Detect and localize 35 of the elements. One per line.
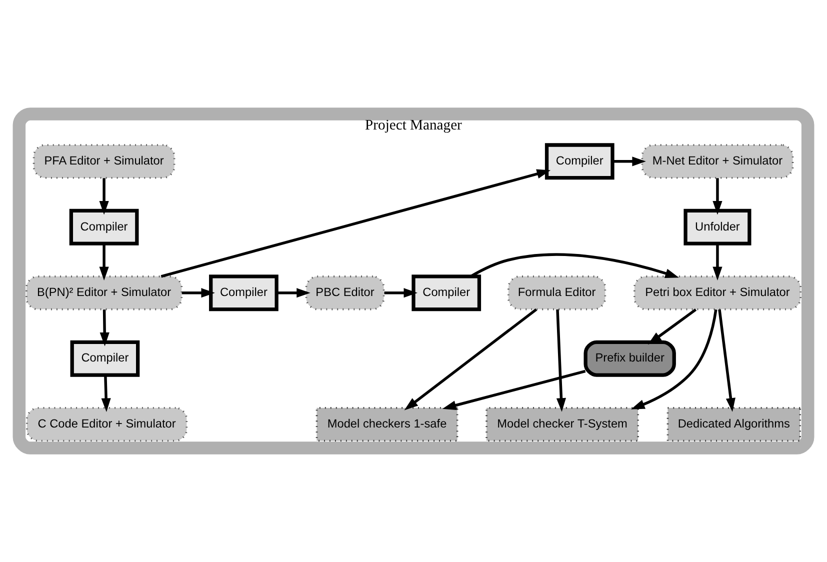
- node-box: B(PN)² Editor + Simulator: [26, 276, 183, 310]
- node-box: PFA Editor + Simulator: [32, 144, 176, 179]
- arrow: [648, 308, 697, 345]
- node-box: C Code Editor + Simulator: [26, 406, 188, 442]
- node-box: Compiler: [70, 340, 140, 377]
- arrow: [99, 178, 109, 215]
- node-box: Compiler: [69, 208, 139, 246]
- arrow: [101, 375, 111, 412]
- node-box: Formula Editor: [508, 276, 606, 310]
- arrow: [276, 288, 310, 298]
- arrow: [712, 244, 722, 280]
- arrow: [470, 253, 679, 278]
- arrow: [99, 244, 109, 280]
- node-box: Compiler: [544, 143, 614, 180]
- arrow: [630, 309, 718, 410]
- node-box: Unfolder: [684, 208, 752, 246]
- node-box: Model checker T-System: [486, 406, 639, 442]
- arrow: [718, 309, 736, 412]
- node-box: Petri box Editor + Simulator: [634, 276, 802, 310]
- node-box: PBC Editor: [305, 276, 385, 310]
- node-box: M-Net Editor + Simulator: [641, 144, 794, 179]
- arrow: [712, 178, 722, 215]
- arrow: [442, 370, 586, 410]
- node-box: Model checkers 1-safe: [316, 406, 458, 442]
- node-box: Compiler: [209, 274, 278, 312]
- arrow: [384, 288, 418, 298]
- node-box: Prefix builder: [584, 340, 676, 377]
- node-box: Dedicated Algorithms: [666, 406, 801, 442]
- arrow: [160, 169, 551, 278]
- arrow: [100, 310, 110, 346]
- arrow: [404, 308, 538, 410]
- arrow: [182, 288, 215, 298]
- arrow: [556, 309, 566, 412]
- arrow: [612, 156, 646, 166]
- node-box: Compiler: [412, 274, 482, 312]
